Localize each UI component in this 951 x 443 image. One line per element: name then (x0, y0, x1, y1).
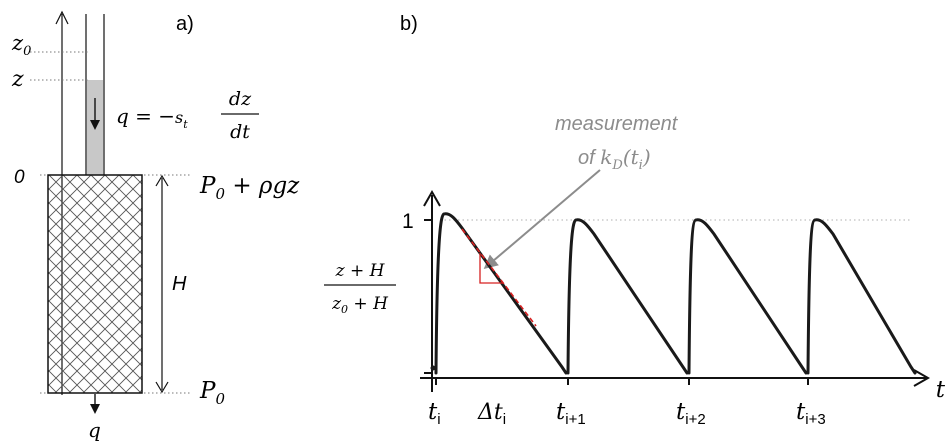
flow-eq-numerator: dz (229, 88, 252, 110)
tick-label-ti3: ti+3 (796, 399, 826, 428)
annotation-arrow (483, 169, 601, 269)
panel-b-label: b) (400, 13, 418, 35)
curve-start-dot (430, 365, 436, 371)
head-decay-curves (430, 212, 917, 375)
annotation-line1: measurement (555, 113, 679, 135)
zero-label: 0 (14, 167, 25, 188)
tick-label-ti1: ti+1 (556, 399, 586, 428)
y-axis-arrowhead (423, 189, 441, 207)
flow-equation: q = −st dz dt (116, 88, 259, 143)
fit-line (461, 228, 537, 327)
tick-label-ti2: ti+2 (676, 399, 706, 428)
slope-triangle (479, 253, 503, 284)
height-arrow-top (155, 174, 169, 187)
panel-a-label: a) (176, 13, 194, 35)
z-label: z (11, 67, 24, 92)
y-label-numerator: z + H (335, 261, 386, 281)
bottom-pressure-label: P0 (199, 378, 225, 408)
top-pressure-label: P0 + ρgz (199, 173, 300, 203)
tick-label-delta-ti: Δti (477, 400, 506, 428)
height-label: H (172, 273, 187, 295)
flow-eq-denominator: dt (230, 121, 250, 143)
panel-a: a) z0 z 0 q = −st dz dt H P (11, 10, 300, 442)
y-tick-top-label: 1 (402, 210, 414, 233)
x-axis-label: t (936, 377, 946, 403)
soil-sample (47, 174, 143, 394)
y-axis-label: z + H z0 + H (324, 261, 396, 316)
outflow-label: q (88, 418, 101, 442)
decay-cycle-1 (434, 212, 568, 375)
tick-label-ti: ti (428, 399, 441, 428)
flow-eq-lhs: q = −st (116, 104, 188, 131)
y-label-denominator: z0 + H (331, 294, 389, 316)
height-arrow-bottom (155, 381, 169, 394)
x-axis-arrowhead (913, 369, 931, 387)
z-axis-arrowhead (55, 10, 69, 25)
annotation-line2: of kD(ti) (578, 145, 651, 173)
decay-cycle-3 (687, 218, 808, 375)
decay-cycle-2 (566, 218, 689, 375)
panel-b: b) measurement of kD(ti) 1 t z + H z0 + … (324, 13, 946, 428)
z0-label: z0 (11, 31, 31, 59)
decay-cycle-4 (806, 218, 917, 375)
